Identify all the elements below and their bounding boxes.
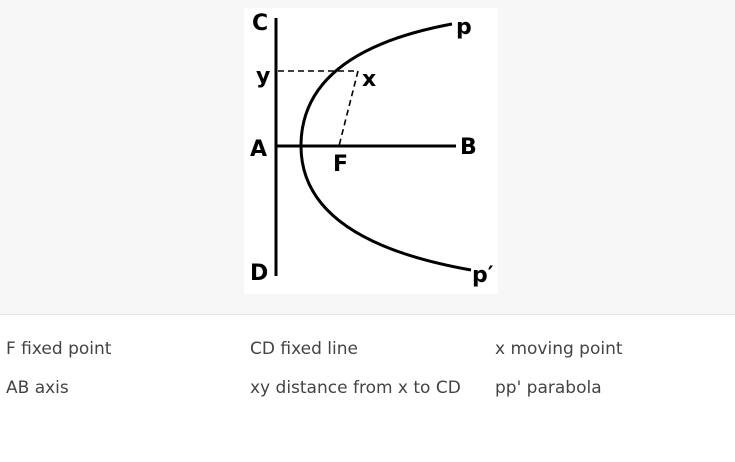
label-d: D — [250, 261, 268, 286]
legend-item: AB axis — [6, 378, 69, 398]
parabola-diagram-svg: C y x A B F D p p′ — [250, 11, 494, 288]
legend-item: xy distance from x to CD — [250, 378, 461, 398]
label-f: F — [333, 152, 348, 177]
legend-table: F fixed point CD fixed line x moving poi… — [0, 336, 735, 402]
label-c: C — [252, 11, 268, 36]
label-x: x — [362, 67, 376, 92]
label-p-prime: p′ — [472, 263, 494, 288]
parabola-curve — [299, 22, 472, 272]
legend-item: pp' parabola — [495, 378, 602, 398]
legend-item: x moving point — [495, 339, 623, 359]
parabola-diagram: C y x A B F D p p′ — [244, 8, 498, 294]
legend-item: F fixed point — [6, 339, 112, 359]
label-p: p — [456, 15, 472, 40]
label-a: A — [250, 137, 267, 162]
label-y: y — [256, 64, 270, 89]
figure-panel: C y x A B F D p p′ — [0, 8, 735, 315]
label-b: B — [460, 135, 477, 160]
distance-line-xf — [338, 70, 359, 147]
legend-item: CD fixed line — [250, 339, 358, 359]
